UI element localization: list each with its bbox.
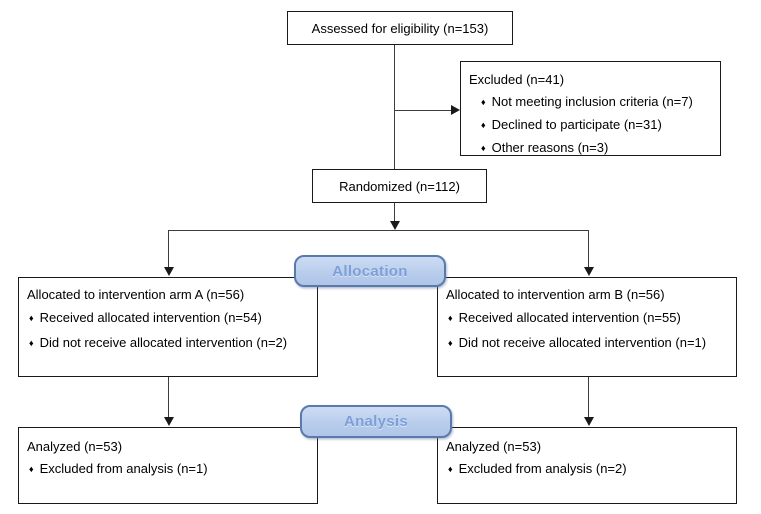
arm-b-title: Allocated to intervention arm B (n=56) — [446, 287, 665, 302]
allocation-stage-label: Allocation — [332, 262, 408, 280]
diamond-bullet-icon: ♦ — [481, 97, 486, 107]
analysis-stage-label: Analysis — [343, 413, 409, 430]
excluded-title: Excluded (n=41) — [469, 72, 565, 87]
arm-b-item: ♦ Did not receive allocated intervention… — [446, 331, 728, 356]
randomized-label: Randomized (n=112) — [339, 178, 460, 194]
arrowhead-arm-b-icon — [584, 267, 594, 276]
arm-a-box: Allocated to intervention arm A (n=56) ♦… — [18, 277, 318, 377]
diamond-bullet-icon: ♦ — [29, 313, 34, 323]
arrowhead-branch-icon — [390, 221, 400, 230]
diamond-bullet-icon: ♦ — [481, 120, 486, 130]
connector-randomized-branch — [394, 203, 395, 222]
arrowhead-analysis-b-icon — [584, 417, 594, 426]
diamond-bullet-icon: ♦ — [448, 464, 453, 474]
allocation-stage-pill: Allocation — [294, 255, 446, 287]
arm-a-item-text: Received allocated intervention (n=54) — [39, 310, 262, 325]
connector-to-excluded — [394, 110, 451, 111]
connector-arm-a-analysis-a — [168, 377, 169, 418]
diamond-bullet-icon: ♦ — [29, 464, 34, 474]
arm-a-title: Allocated to intervention arm A (n=56) — [27, 287, 245, 302]
excluded-box: Excluded (n=41) ♦ Not meeting inclusion … — [460, 61, 721, 156]
connector-assessed-randomized — [394, 45, 395, 169]
excluded-item-text: Not meeting inclusion criteria (n=7) — [491, 94, 693, 109]
connector-arm-b-analysis-b — [588, 377, 589, 418]
diamond-bullet-icon: ♦ — [448, 313, 453, 323]
analysis-b-box: Analyzed (n=53) ♦ Excluded from analysis… — [437, 427, 737, 504]
analysis-stage-pill: Analysis — [300, 405, 452, 438]
arrowhead-excluded-icon — [451, 105, 460, 115]
analysis-b-item-text: Excluded from analysis (n=2) — [458, 461, 627, 476]
analysis-b-title: Analyzed (n=53) — [446, 439, 542, 454]
arm-b-box: Allocated to intervention arm B (n=56) ♦… — [437, 277, 737, 377]
connector-branch-arm-a — [168, 230, 169, 268]
excluded-item-text: Declined to participate (n=31) — [491, 117, 662, 132]
randomized-box: Randomized (n=112) — [312, 169, 487, 203]
branch-line — [168, 230, 589, 231]
connector-branch-arm-b — [588, 230, 589, 268]
analysis-a-item: ♦ Excluded from analysis (n=1) — [27, 458, 309, 481]
arm-b-item-text: Received allocated intervention (n=55) — [458, 310, 681, 325]
analysis-b-item: ♦ Excluded from analysis (n=2) — [446, 458, 728, 481]
arm-a-item-text: Did not receive allocated intervention (… — [39, 335, 288, 350]
excluded-item: ♦ Other reasons (n=3) — [469, 137, 712, 160]
diamond-bullet-icon: ♦ — [481, 143, 486, 153]
assessed-eligibility-label: Assessed for eligibility (n=153) — [311, 20, 489, 36]
excluded-item: ♦ Declined to participate (n=31) — [469, 114, 712, 137]
analysis-a-title: Analyzed (n=53) — [27, 439, 123, 454]
analysis-a-item-text: Excluded from analysis (n=1) — [39, 461, 208, 476]
arm-b-item: ♦ Received allocated intervention (n=55) — [446, 306, 728, 331]
arm-a-item: ♦ Did not receive allocated intervention… — [27, 331, 309, 356]
excluded-item-text: Other reasons (n=3) — [491, 140, 609, 155]
arm-b-item-text: Did not receive allocated intervention (… — [458, 335, 707, 350]
arrowhead-arm-a-icon — [164, 267, 174, 276]
diamond-bullet-icon: ♦ — [448, 338, 453, 348]
assessed-eligibility-box: Assessed for eligibility (n=153) — [287, 11, 513, 45]
excluded-item: ♦ Not meeting inclusion criteria (n=7) — [469, 91, 712, 114]
arm-a-item: ♦ Received allocated intervention (n=54) — [27, 306, 309, 331]
arrowhead-analysis-a-icon — [164, 417, 174, 426]
diamond-bullet-icon: ♦ — [29, 338, 34, 348]
analysis-a-box: Analyzed (n=53) ♦ Excluded from analysis… — [18, 427, 318, 504]
